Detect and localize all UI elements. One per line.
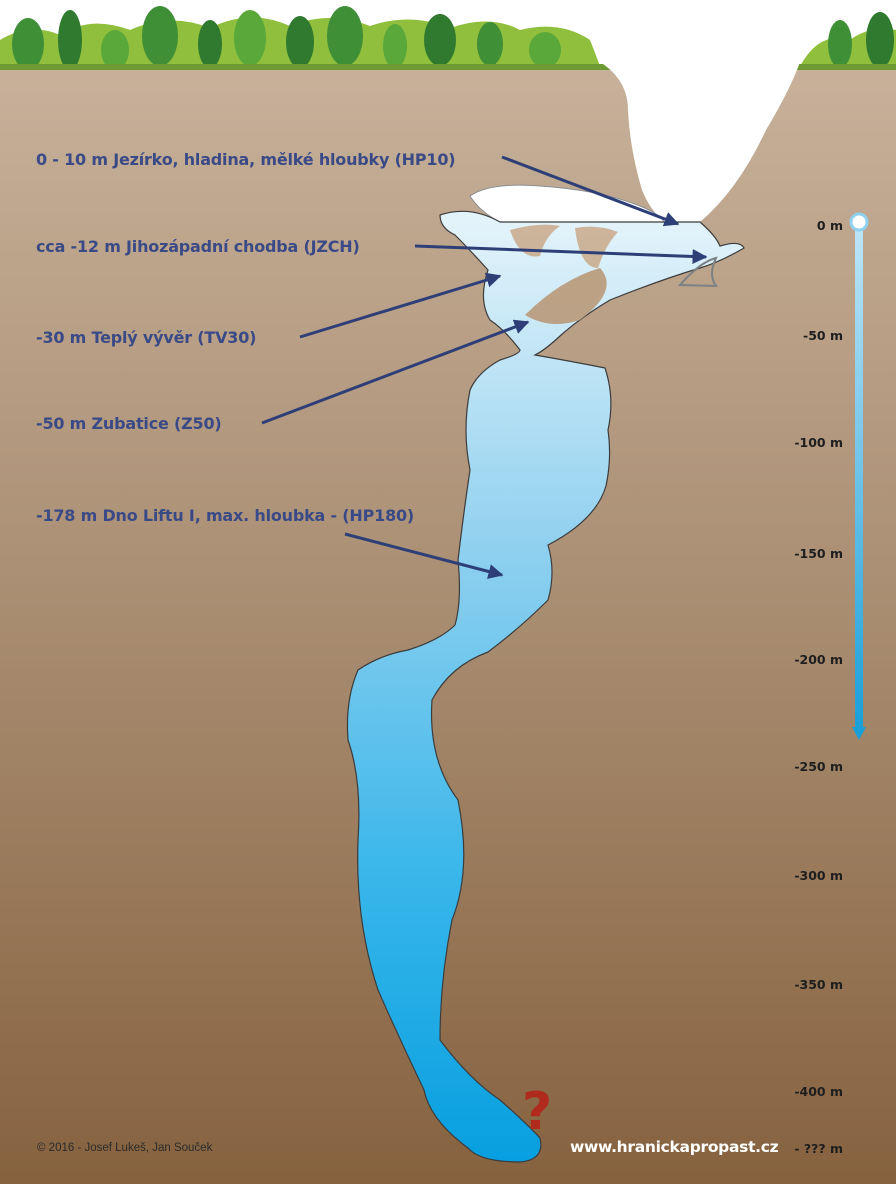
depth-tick: 0 m xyxy=(765,218,843,233)
depth-tick: -100 m xyxy=(765,435,843,450)
forest-strip xyxy=(0,6,896,70)
depth-tick: -350 m xyxy=(765,977,843,992)
soil-layer xyxy=(0,66,896,1184)
callout-jzch: cca -12 m Jihozápadní chodba (JZCH) xyxy=(36,237,360,256)
depth-tick: -300 m xyxy=(765,868,843,883)
copyright-credit: © 2016 - Josef Lukeš, Jan Souček xyxy=(37,1142,212,1154)
callout-tv30: -30 m Teplý vývěr (TV30) xyxy=(36,328,256,347)
unknown-depth-marker: ? xyxy=(522,1086,552,1138)
depth-tick: -150 m xyxy=(765,546,843,561)
callout-hp180: -178 m Dno Liftu I, max. hloubka - (HP18… xyxy=(36,506,414,525)
callout-z50: -50 m Zubatice (Z50) xyxy=(36,414,222,433)
depth-tick: -250 m xyxy=(765,759,843,774)
website-link[interactable]: www.hranickapropast.cz xyxy=(570,1138,778,1156)
depth-tick: -50 m xyxy=(765,328,843,343)
callout-hp10: 0 - 10 m Jezírko, hladina, mělké hloubky… xyxy=(36,150,455,169)
depth-tick: -200 m xyxy=(765,652,843,667)
depth-tick: -400 m xyxy=(765,1084,843,1099)
